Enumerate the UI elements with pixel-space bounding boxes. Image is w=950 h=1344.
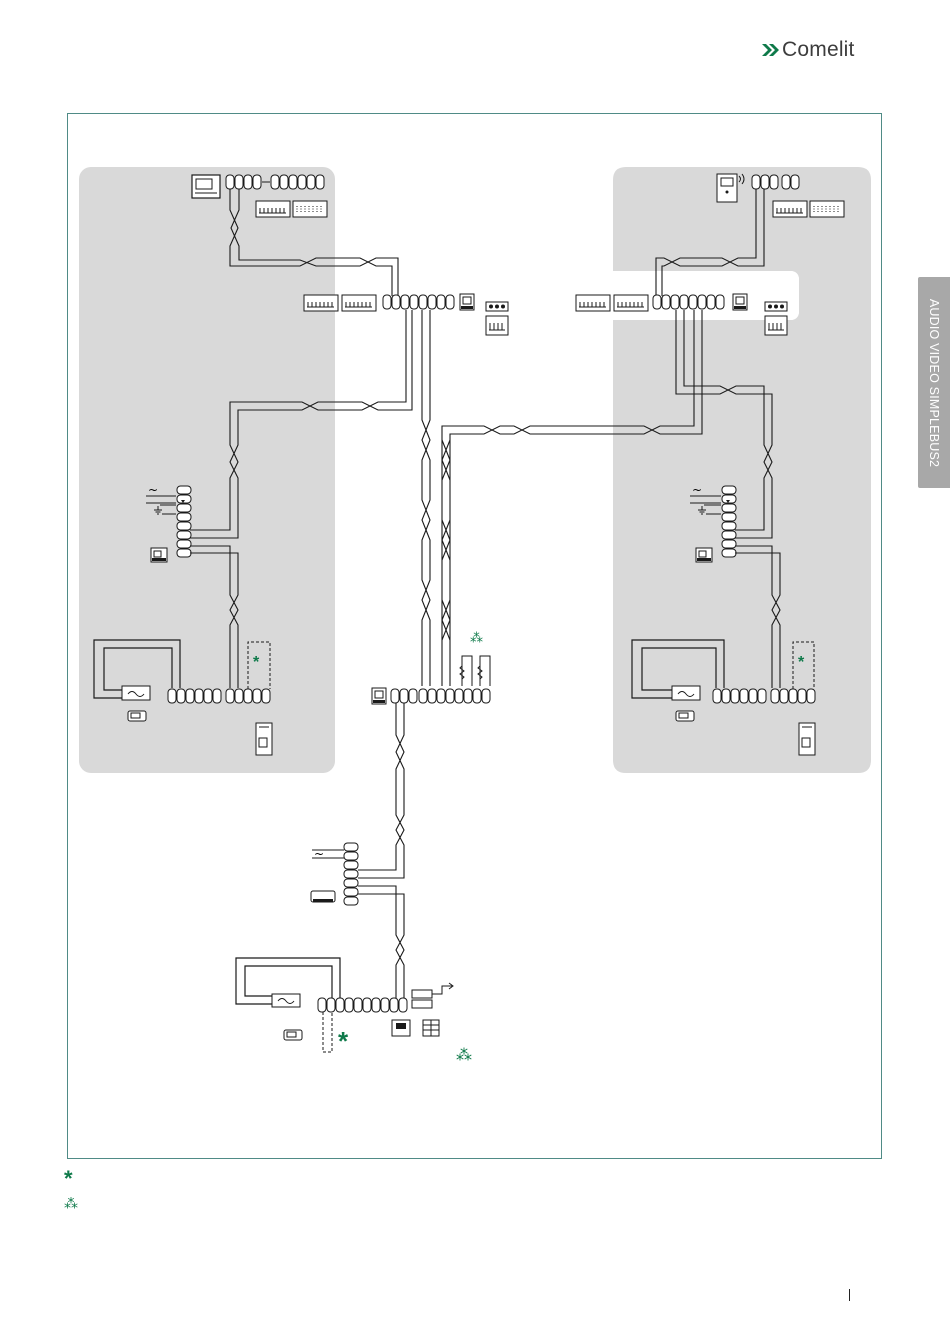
asterisk-symbol: * [798, 654, 805, 671]
ac-supply-symbol: ~ [148, 483, 158, 497]
power-supply-icon [311, 891, 335, 902]
distributor-terminal-block [383, 295, 454, 309]
power-supply-icon [151, 548, 167, 562]
ac-supply-symbol: ~ [314, 847, 324, 861]
asterisk-symbol: * [338, 1026, 349, 1056]
ac-supply-symbol: ~ [692, 483, 702, 497]
page-marker [849, 1289, 850, 1301]
legend-grid-symbol: ⁂ [64, 1195, 78, 1211]
dip-switch [576, 295, 648, 311]
dip-switch [304, 295, 376, 311]
door-panel-icon [799, 723, 815, 755]
grid-star-symbol: ⁂ [456, 1047, 472, 1064]
door-panel-icon [256, 723, 272, 755]
speaker-unit-icon [272, 994, 300, 1007]
riser-wire [358, 703, 404, 998]
distributor-icon [460, 294, 474, 310]
terminal-block [752, 175, 799, 189]
legend-asterisk: * [64, 1166, 73, 1192]
outdoor-terminal-block [713, 689, 815, 703]
central-terminal-block [391, 689, 490, 703]
distributor-icon [372, 688, 386, 704]
outdoor-terminal-block [168, 689, 270, 703]
video-monitor-icon [192, 175, 220, 198]
speaker-unit-icon [122, 686, 150, 700]
asterisk-symbol: * [253, 654, 260, 671]
camera-icon [676, 711, 694, 721]
zone-left-apartment [79, 167, 335, 773]
terminal-block [226, 175, 324, 189]
camera-icon [128, 711, 146, 721]
jumper-module [765, 302, 787, 335]
power-supply-icon [696, 548, 712, 562]
distributor-icon [733, 294, 747, 310]
door-lock-icon [412, 983, 453, 1008]
grid-star-symbol: ⁂ [470, 630, 483, 645]
keypad-module-icon [392, 1020, 439, 1036]
speaker-unit-icon [672, 686, 700, 700]
optional-wire [323, 1012, 332, 1052]
legend-asterisk-symbol: * [64, 1166, 73, 1191]
camera-icon [284, 1030, 302, 1040]
riser-wire [422, 310, 450, 686]
jumper-module [486, 302, 508, 335]
resistor [460, 656, 490, 686]
outdoor-terminal-block [318, 998, 407, 1012]
power-supply-terminal [344, 843, 358, 905]
legend-grid: ⁂ [64, 1192, 78, 1213]
